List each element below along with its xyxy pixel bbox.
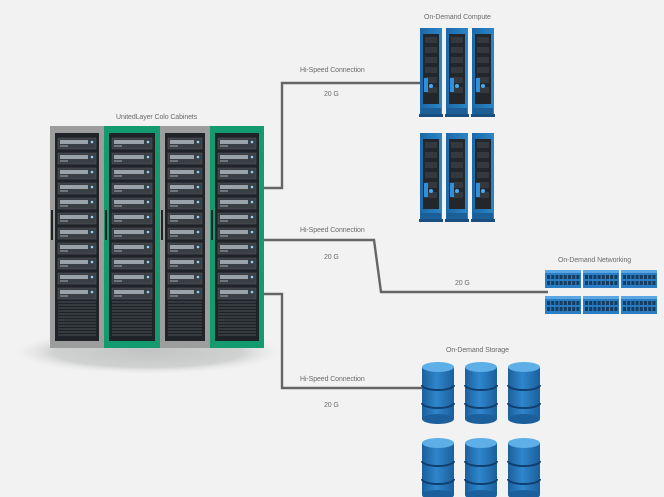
compute-server: [419, 28, 443, 117]
rack-unit: [217, 227, 257, 240]
rack-unit: [57, 227, 97, 240]
rack-unit: [167, 212, 203, 225]
rack-unit: [167, 272, 203, 285]
storage-label: On-Demand Storage: [446, 347, 509, 354]
link-networking-speed-2: 20 G: [455, 280, 470, 287]
compute-servers: [419, 28, 495, 222]
cabinet-handle: [105, 210, 107, 240]
link-compute-speed: 20 G: [324, 91, 339, 98]
cabinet-2: [104, 126, 160, 348]
rack-unit: [111, 257, 153, 270]
rack-unit: [111, 137, 153, 150]
storage-disk: [421, 438, 455, 497]
rack-unit: [167, 167, 203, 180]
link-networking-speed: 20 G: [324, 254, 339, 261]
rack-unit: [111, 227, 153, 240]
storage-disk: [464, 438, 498, 497]
rack-unit: [217, 137, 257, 150]
cabinet-handle: [161, 210, 163, 240]
cabinet-handle: [51, 210, 53, 240]
compute-label: On-Demand Compute: [424, 14, 491, 21]
rack-unit: [167, 242, 203, 255]
compute-server: [471, 133, 495, 222]
cable-compute: [262, 81, 428, 190]
rack-unit: [111, 197, 153, 210]
cabinet-vent: [218, 301, 256, 336]
rack-unit: [57, 152, 97, 165]
cabinet-3: [160, 126, 210, 348]
rack-unit: [167, 257, 203, 270]
rack-unit: [57, 212, 97, 225]
networking-switches: [545, 270, 657, 314]
rack-unit: [217, 272, 257, 285]
rack-unit: [167, 182, 203, 195]
link-storage-label: Hi-Speed Connection: [300, 376, 365, 383]
rack-unit: [167, 227, 203, 240]
link-networking-label: Hi-Speed Connection: [300, 227, 365, 234]
compute-server: [445, 28, 469, 117]
rack-unit: [57, 167, 97, 180]
rack-unit: [57, 272, 97, 285]
compute-server: [445, 133, 469, 222]
cabinet-4: [210, 126, 264, 348]
cabinet-vent: [168, 301, 202, 336]
rack-unit: [57, 182, 97, 195]
rack-unit: [217, 182, 257, 195]
compute-server: [419, 133, 443, 222]
connection-cables: [262, 81, 548, 390]
cable-storage: [262, 292, 422, 390]
colo-cabinets: [50, 126, 264, 348]
rack-unit: [57, 257, 97, 270]
rack-unit: [167, 152, 203, 165]
rack-unit: [57, 197, 97, 210]
rack-unit: [111, 152, 153, 165]
network-switch: [545, 296, 581, 314]
network-switch: [583, 296, 619, 314]
rack-unit: [111, 182, 153, 195]
rack-unit: [167, 287, 203, 300]
network-switch: [545, 270, 581, 288]
rack-unit: [111, 212, 153, 225]
rack-unit: [217, 197, 257, 210]
rack-unit: [217, 212, 257, 225]
cable-networking: [262, 238, 548, 294]
cabinet-1: [50, 126, 104, 348]
rack-unit: [111, 167, 153, 180]
rack-unit: [167, 137, 203, 150]
storage-disks: [421, 362, 541, 497]
network-switch: [621, 296, 657, 314]
network-switch: [583, 270, 619, 288]
rack-unit: [57, 287, 97, 300]
rack-unit: [217, 242, 257, 255]
rack-unit: [217, 152, 257, 165]
storage-disk: [507, 362, 541, 424]
compute-server: [471, 28, 495, 117]
rack-unit: [111, 272, 153, 285]
rack-unit: [217, 287, 257, 300]
rack-unit: [111, 287, 153, 300]
link-storage-speed: 20 G: [324, 402, 339, 409]
storage-disk: [464, 362, 498, 424]
network-switch: [621, 270, 657, 288]
rack-unit: [217, 167, 257, 180]
cabinet-vent: [58, 301, 96, 336]
storage-disk: [421, 362, 455, 424]
cabinet-vent: [112, 301, 152, 336]
networking-label: On-Demand Networking: [558, 257, 632, 264]
storage-disk: [507, 438, 541, 497]
link-compute-label: Hi-Speed Connection: [300, 67, 365, 74]
rack-unit: [217, 257, 257, 270]
rack-unit: [167, 197, 203, 210]
rack-unit: [57, 242, 97, 255]
rack-unit: [111, 242, 153, 255]
cabinet-handle: [211, 210, 213, 240]
rack-unit: [57, 137, 97, 150]
colo-cabinets-label: UnitedLayer Colo Cabinets: [116, 114, 198, 121]
